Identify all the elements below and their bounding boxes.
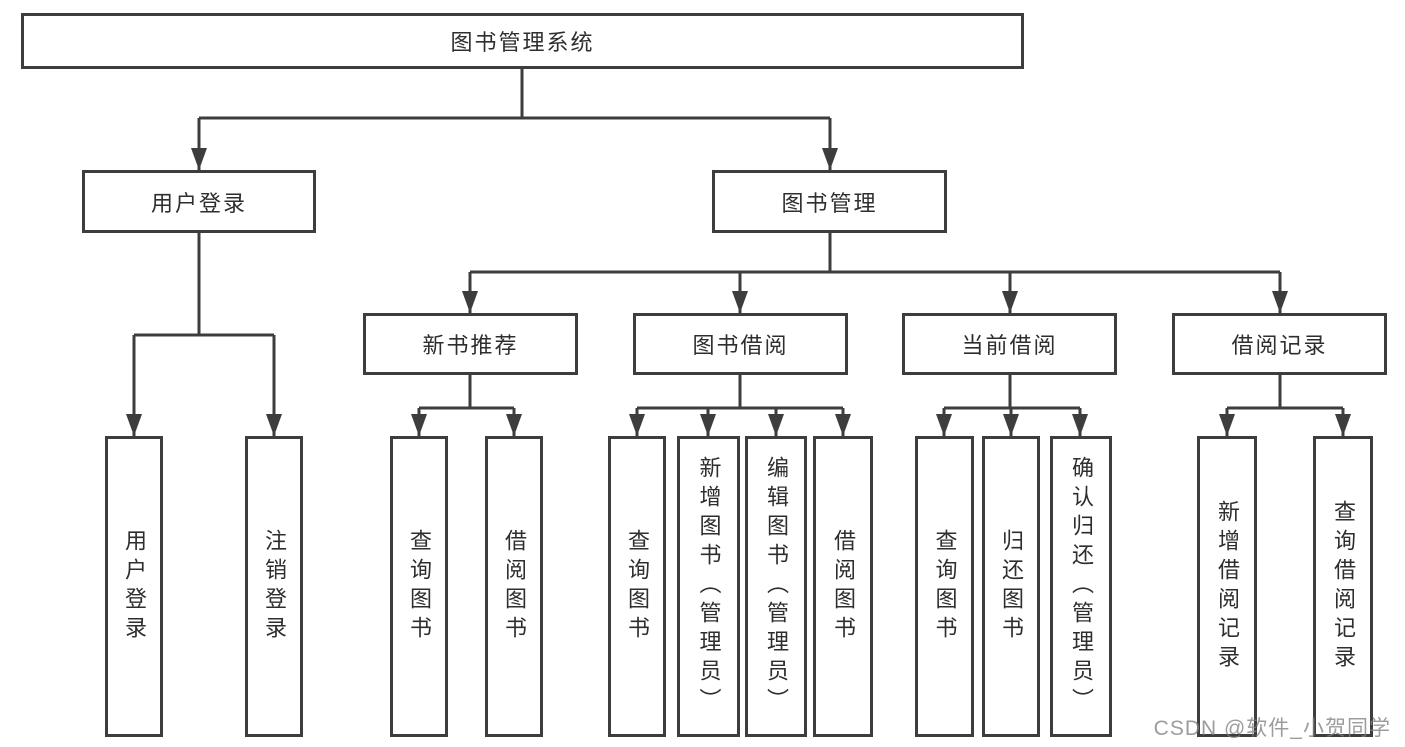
node-leaf-borrow-book: 借阅图书 [813, 436, 873, 737]
node-label-leaf-confirm-return-admin: 确认归还（管理员） [1069, 456, 1094, 717]
arrowhead-icon [700, 414, 716, 436]
node-borrow-record: 借阅记录 [1172, 313, 1387, 375]
node-label-book-management: 图书管理 [781, 190, 878, 216]
node-leaf-query-borrow-record: 查询借阅记录 [1313, 436, 1373, 737]
arrowhead-icon [1272, 291, 1288, 313]
node-label-leaf-query-book-new: 查询图书 [407, 528, 432, 645]
node-label-leaf-query-book-borrow: 查询图书 [625, 528, 650, 645]
node-user-login-group: 用户登录 [82, 170, 316, 233]
arrowhead-icon [936, 414, 952, 436]
node-leaf-borrow-book-new: 借阅图书 [485, 436, 543, 737]
node-leaf-logout: 注销登录 [245, 436, 303, 737]
node-label-leaf-add-borrow-record: 新增借阅记录 [1215, 499, 1240, 674]
arrowhead-icon [732, 291, 748, 313]
node-label-root: 图书管理系统 [450, 30, 595, 55]
node-leaf-confirm-return-admin: 确认归还（管理员） [1050, 436, 1112, 737]
node-label-user-login-group: 用户登录 [150, 190, 247, 216]
arrowhead-icon [1002, 291, 1018, 313]
node-label-current-borrow: 当前借阅 [961, 333, 1058, 358]
arrowhead-icon [1335, 414, 1351, 436]
node-label-leaf-borrow-book-new: 借阅图书 [502, 528, 527, 645]
node-label-borrow-record: 借阅记录 [1231, 333, 1328, 358]
node-leaf-edit-book-admin: 编辑图书（管理员） [745, 436, 807, 737]
arrowhead-icon [1003, 414, 1019, 436]
node-label-book-borrow: 图书借阅 [692, 333, 789, 358]
node-leaf-query-book-new: 查询图书 [390, 436, 448, 737]
node-leaf-query-book-borrow: 查询图书 [608, 436, 666, 737]
node-label-leaf-add-book-admin: 新增图书（管理员） [696, 456, 722, 717]
node-label-leaf-query-book-current: 查询图书 [932, 528, 958, 645]
node-new-book-recommend: 新书推荐 [363, 313, 578, 375]
node-label-leaf-query-borrow-record: 查询借阅记录 [1331, 499, 1356, 674]
arrowhead-icon [191, 148, 207, 170]
node-label-leaf-edit-book-admin: 编辑图书（管理员） [764, 456, 789, 717]
arrowhead-icon [266, 414, 282, 436]
arrowhead-icon [411, 414, 427, 436]
arrowhead-icon [506, 414, 522, 436]
node-label-leaf-user-login: 用户登录 [122, 528, 147, 645]
arrowhead-icon [1072, 414, 1088, 436]
arrowhead-icon [1219, 414, 1235, 436]
arrowhead-icon [629, 414, 645, 436]
node-leaf-add-borrow-record: 新增借阅记录 [1197, 436, 1257, 737]
node-leaf-return-book: 归还图书 [982, 436, 1040, 737]
arrowhead-icon [835, 414, 851, 436]
node-label-leaf-borrow-book: 借阅图书 [831, 528, 856, 645]
arrowhead-icon [126, 414, 142, 436]
arrowhead-icon [462, 291, 478, 313]
arrowhead-icon [822, 148, 838, 170]
node-leaf-user-login: 用户登录 [105, 436, 163, 737]
arrowhead-icon [768, 414, 784, 436]
node-leaf-add-book-admin: 新增图书（管理员） [677, 436, 740, 737]
node-book-management: 图书管理 [712, 170, 947, 233]
node-leaf-query-book-current: 查询图书 [915, 436, 974, 737]
node-root: 图书管理系统 [21, 13, 1024, 69]
node-label-new-book-recommend: 新书推荐 [422, 333, 519, 358]
node-book-borrow: 图书借阅 [633, 313, 848, 375]
node-label-leaf-return-book: 归还图书 [999, 528, 1024, 645]
node-label-leaf-logout: 注销登录 [262, 528, 287, 645]
node-current-borrow: 当前借阅 [902, 313, 1117, 375]
